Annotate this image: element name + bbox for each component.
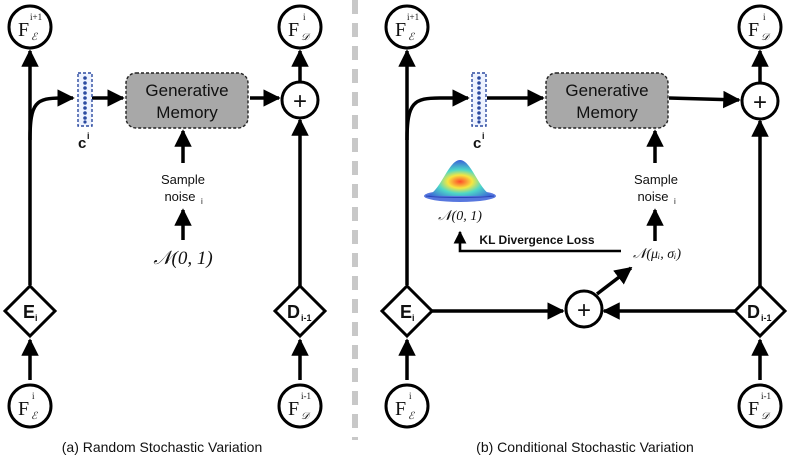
- b-sum-node-top: +: [740, 81, 780, 121]
- sum-node: +: [280, 80, 320, 120]
- b-encoder-base: E: [400, 302, 412, 322]
- encoder-sub: i: [35, 313, 38, 323]
- b-noise-label-line2: noise: [637, 189, 668, 204]
- b-f-dec-prev-base: F: [748, 398, 759, 420]
- encoder-base: E: [23, 302, 35, 322]
- caption-b: (b) Conditional Stochastic Variation: [476, 439, 694, 455]
- b-decoder-sub: i-1: [761, 313, 772, 323]
- decoder-node: D i-1: [272, 283, 328, 339]
- posterior-distribution-label: 𝒩(μᵢ, σᵢ): [633, 247, 681, 262]
- panel-b: F i+1 ℰ F i 𝒟 c i Generative: [379, 4, 788, 455]
- node-b-f-enc-next: F i+1 ℰ: [384, 4, 430, 50]
- edge-b-memory-to-sum: [668, 90, 741, 109]
- node-f-enc-cur: F i ℰ: [7, 383, 53, 429]
- code-vector: c i: [77, 72, 93, 152]
- noise-label-line2: noise: [164, 189, 195, 204]
- b-noise-label-line1: Sample: [634, 172, 678, 187]
- b-f-dec-prev-sup: i-1: [761, 391, 771, 401]
- kl-divergence-loss-label: KL Divergence Loss: [479, 233, 594, 247]
- b-f-dec-cur-sub: 𝒟: [761, 32, 771, 43]
- b-sum-top-symbol: +: [753, 89, 767, 116]
- b-f-enc-next-sup: i+1: [407, 12, 419, 22]
- b-code-label: c: [473, 135, 481, 152]
- b-f-enc-next-base: F: [395, 19, 406, 41]
- b-noise-label-sub: i: [674, 197, 676, 206]
- node-b-f-dec-cur: F i 𝒟: [737, 4, 783, 50]
- memory-label-line1: Generative: [145, 81, 228, 100]
- f-enc-next-sup: i+1: [30, 12, 42, 22]
- generative-memory: Generative Memory: [125, 72, 249, 129]
- code-label: c: [78, 135, 86, 152]
- f-dec-prev-base: F: [288, 398, 299, 420]
- edge-encoder-to-code: [28, 89, 75, 141]
- decoder-sub: i-1: [301, 313, 312, 323]
- code-label-sup: i: [87, 131, 90, 141]
- normal-distribution-label: 𝒩(0, 1): [153, 248, 212, 269]
- kl-loss-connector: [453, 230, 621, 253]
- prior-distribution-label: 𝒩(0, 1): [438, 209, 482, 224]
- sum-symbol: +: [293, 88, 307, 115]
- b-decoder-node: D i-1: [732, 283, 788, 339]
- f-enc-cur-sup: i: [32, 391, 35, 401]
- b-f-enc-next-sub: ℰ: [408, 32, 415, 43]
- noise-label-line1: Sample: [161, 172, 205, 187]
- b-memory-label-line2: Memory: [576, 103, 638, 122]
- b-decoder-base: D: [747, 302, 760, 322]
- f-enc-cur-sub: ℰ: [31, 411, 38, 422]
- edge-b-bottom-sum-to-posterior: [595, 266, 633, 296]
- b-sum-bottom-symbol: +: [577, 297, 591, 324]
- b-f-enc-cur-sub: ℰ: [408, 411, 415, 422]
- node-f-dec-cur: F i 𝒟: [277, 4, 323, 50]
- edge-b-encoder-to-code: [405, 89, 470, 141]
- panel-a: F i+1 ℰ F i 𝒟 c i Generative: [2, 4, 328, 455]
- f-dec-cur-base: F: [288, 19, 299, 41]
- caption-a: (a) Random Stochastic Variation: [62, 439, 263, 455]
- b-code-vector: c i: [471, 72, 487, 152]
- f-dec-cur-sub: 𝒟: [301, 32, 311, 43]
- node-b-f-dec-prev: F i-1 𝒟: [737, 383, 783, 429]
- f-enc-cur-base: F: [18, 398, 29, 420]
- b-code-label-sup: i: [482, 131, 485, 141]
- node-b-f-enc-cur: F i ℰ: [384, 383, 430, 429]
- f-enc-next-base: F: [18, 19, 29, 41]
- f-enc-next-sub: ℰ: [31, 32, 38, 43]
- b-f-dec-cur-base: F: [748, 19, 759, 41]
- b-encoder-sub: i: [412, 313, 415, 323]
- encoder-node: E i: [2, 283, 58, 339]
- b-f-enc-cur-sup: i: [409, 391, 412, 401]
- decoder-base: D: [287, 302, 300, 322]
- b-f-enc-cur-base: F: [395, 398, 406, 420]
- node-f-enc-next: F i+1 ℰ: [7, 4, 53, 50]
- b-f-dec-prev-sub: 𝒟: [761, 411, 771, 422]
- f-dec-prev-sub: 𝒟: [301, 411, 311, 422]
- b-sum-node-bottom: +: [564, 289, 604, 329]
- b-f-dec-cur-sup: i: [763, 12, 766, 22]
- b-generative-memory: Generative Memory: [545, 72, 669, 129]
- f-dec-prev-sup: i-1: [301, 391, 311, 401]
- node-f-dec-prev: F i-1 𝒟: [277, 383, 323, 429]
- noise-label-sub: i: [201, 197, 203, 206]
- gaussian-surface-image: [423, 158, 498, 206]
- b-encoder-node: E i: [379, 283, 435, 339]
- f-dec-cur-sup: i: [303, 12, 306, 22]
- memory-label-line2: Memory: [156, 103, 218, 122]
- b-memory-label-line1: Generative: [565, 81, 648, 100]
